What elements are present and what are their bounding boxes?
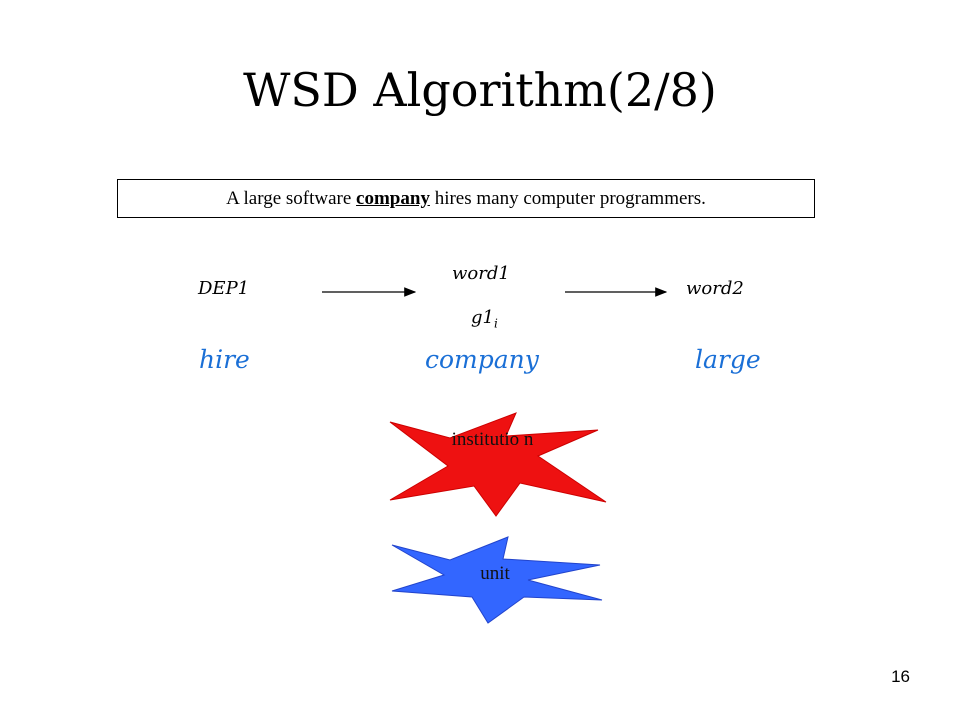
example-sentence-box: A large software company hires many comp…: [117, 179, 815, 218]
gloss-subscript: i: [493, 316, 498, 331]
sense-label-institution: institutio n: [451, 429, 534, 450]
page-number: 16: [891, 667, 910, 686]
sentence-after: hires many computer programmers.: [429, 187, 706, 209]
sense-label-unit: unit: [480, 563, 510, 584]
word-hire: hire: [199, 345, 250, 374]
unit-sense-burst: [391, 536, 603, 624]
word1-label: word1: [452, 263, 510, 284]
gloss-label: g1i: [471, 306, 498, 336]
dep1-label: DEP1: [198, 278, 250, 299]
institution-sense-burst: [389, 412, 607, 517]
sentence-before: A large software: [226, 187, 357, 209]
word2-label: word2: [686, 278, 744, 299]
gloss-base: g1: [471, 307, 494, 328]
sentence-target-word: company: [356, 187, 430, 209]
slide-title: WSD Algorithm(2/8): [243, 63, 717, 117]
word-large: large: [695, 345, 761, 374]
word-company: company: [425, 345, 539, 374]
